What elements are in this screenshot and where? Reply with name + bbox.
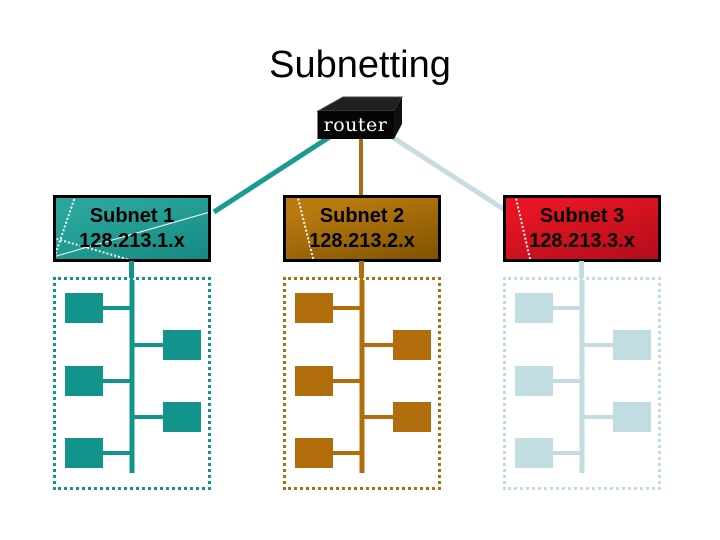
subnet1-lan-boundary	[53, 277, 211, 490]
host-node	[515, 293, 553, 323]
subnet2-label-box: Subnet 2 128.213.2.x	[283, 195, 441, 262]
host-node	[295, 438, 333, 468]
host-node	[65, 366, 103, 396]
subnet3-address: 128.213.3.x	[529, 229, 635, 252]
subnet1-uplink	[128, 261, 134, 278]
subnet2-lan-diagram	[295, 280, 431, 473]
host-node	[65, 293, 103, 323]
router-label: router	[323, 114, 388, 136]
subnet1-panel: Subnet 1 128.213.1.x	[53, 195, 211, 490]
subnet1-lan-diagram	[65, 280, 201, 473]
host-node	[163, 402, 201, 432]
subnet2-address: 128.213.2.x	[309, 229, 415, 252]
router-node: router	[317, 96, 403, 140]
host-node	[515, 366, 553, 396]
host-node	[65, 438, 103, 468]
subnet3-panel: Subnet 3 128.213.3.x	[503, 195, 661, 490]
subnet3-lan-diagram	[515, 280, 651, 473]
host-node	[613, 402, 651, 432]
subnet3-lan-boundary	[503, 277, 661, 490]
subnet3-label-box: Subnet 3 128.213.3.x	[503, 195, 661, 262]
host-node	[515, 438, 553, 468]
host-node	[393, 402, 431, 432]
link-router-subnet3	[387, 132, 510, 215]
subnet1-name: Subnet 1	[89, 204, 175, 227]
router-box-top	[317, 96, 403, 112]
host-node	[295, 293, 333, 323]
subnet3-name: Subnet 3	[539, 204, 625, 227]
host-node	[295, 366, 333, 396]
subnet1-address: 128.213.1.x	[79, 229, 185, 252]
slide-title: Subnetting	[269, 44, 451, 86]
host-node	[163, 330, 201, 360]
link-router-subnet1	[212, 133, 333, 215]
host-node	[393, 330, 431, 360]
host-node	[613, 330, 651, 360]
subnet2-lan-boundary	[283, 277, 441, 490]
subnet3-uplink	[578, 261, 584, 278]
router-box-front	[317, 111, 394, 139]
subnet2-name: Subnet 2	[319, 204, 405, 227]
router-box-side	[394, 97, 402, 139]
router-box-icon	[317, 96, 403, 139]
subnet1-label-box: Subnet 1 128.213.1.x	[53, 195, 211, 262]
subnet2-panel: Subnet 2 128.213.2.x	[283, 195, 441, 490]
subnet2-uplink	[358, 261, 364, 278]
texture-line	[56, 198, 77, 259]
